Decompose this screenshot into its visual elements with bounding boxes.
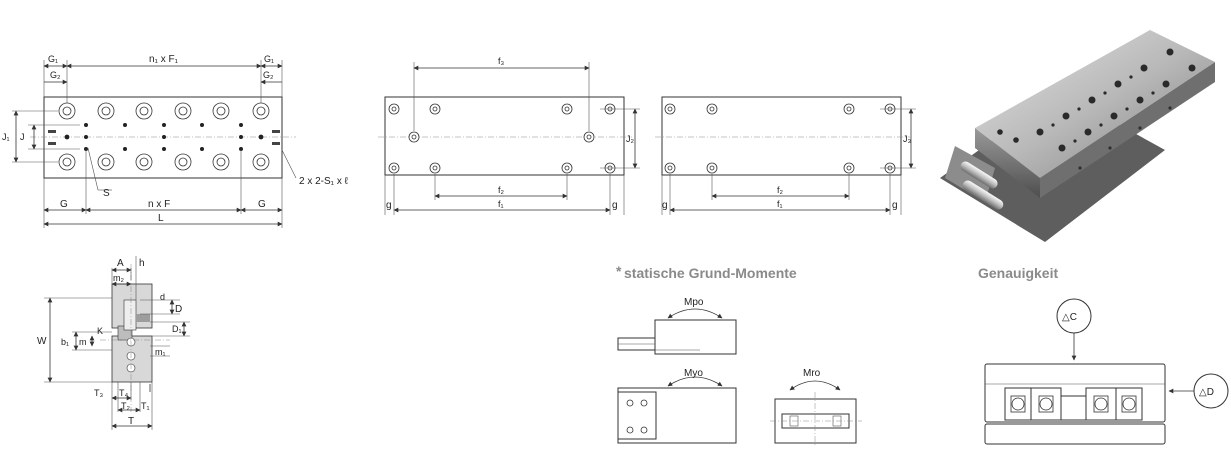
accuracy-heading: Genauigkeit xyxy=(978,265,1058,281)
base-outline xyxy=(384,96,625,176)
dim-g2-left: G₂ xyxy=(50,70,61,80)
dim-f2-3: f₂ xyxy=(777,185,784,195)
dim-t4: T₄ xyxy=(119,388,128,398)
dim-m2: m₂ xyxy=(113,273,124,283)
dim-a: A xyxy=(117,258,124,269)
dim-t3: T₃ xyxy=(94,388,103,398)
dim-g-right-2: g xyxy=(612,200,618,211)
dim-b1: b₁ xyxy=(61,337,69,347)
bottom-view-variant-drawing: J₃ f₂ f₁ g g xyxy=(655,96,916,215)
dim-g-right-3: g xyxy=(892,200,898,211)
dim-f1-3: f₁ xyxy=(777,199,783,209)
end-view-drawing: A h m₂ d D W K D₁ b₁ m m₁ T₃ T₄ T₂ T₁ T xyxy=(37,256,190,430)
label-mpo: Mpo xyxy=(684,297,704,308)
dim-t1: T₁ xyxy=(141,401,150,411)
dim-n1-f1: n₁ x F₁ xyxy=(149,54,179,65)
dim-g2-right: G₂ xyxy=(263,70,274,80)
product-photo xyxy=(940,30,1215,242)
dim-g-left: G xyxy=(60,199,68,210)
moments-star: * xyxy=(616,263,622,279)
dim-g-right: G xyxy=(258,199,266,210)
dim-t2: T₂ xyxy=(121,401,130,411)
mpo-block xyxy=(654,319,737,355)
dim-g-left-3: g xyxy=(662,200,668,211)
dim-d-large: D xyxy=(175,304,182,315)
bottom-hole-row xyxy=(58,153,270,171)
static-moments-section: * statische Grund-Momente Mpo Myo Mro xyxy=(616,263,862,446)
thread-callout: 2 x 2-S₁ x ℓ xyxy=(299,176,349,187)
top-view-drawing: G₁ G₂ n₁ x F₁ G₁ G₂ J₁ J S 2 x 2-S₁ x ℓ … xyxy=(2,54,349,228)
label-mro: Mro xyxy=(803,368,821,379)
accuracy-base xyxy=(984,423,1166,445)
tolerance-d-label: △D xyxy=(1199,387,1214,398)
threaded-holes xyxy=(48,123,280,151)
dim-j3: J₃ xyxy=(903,134,912,144)
dim-s: S xyxy=(103,188,110,199)
dim-j: J xyxy=(20,132,25,142)
dim-w: W xyxy=(37,336,47,347)
dim-m1: m₁ xyxy=(155,347,166,357)
dim-f2: f₂ xyxy=(498,185,505,195)
dim-j2: J₂ xyxy=(626,134,635,144)
dim-g1-right: G₁ xyxy=(264,54,274,64)
dim-j1: J₁ xyxy=(2,132,10,142)
dim-t: T xyxy=(128,416,134,427)
tolerance-c-label: △C xyxy=(1062,312,1077,323)
dim-f1: f₁ xyxy=(498,199,504,209)
dim-m: m xyxy=(79,337,87,347)
moments-heading: statische Grund-Momente xyxy=(624,265,797,281)
dim-g-left-2: g xyxy=(386,200,392,211)
dim-n-f: n x F xyxy=(148,199,170,210)
base-variant-outline xyxy=(661,96,902,176)
bottom-view-drawing: f₃ J₂ f₂ f₁ g g xyxy=(378,56,640,215)
dim-l: L xyxy=(158,213,164,224)
dim-d1: D₁ xyxy=(172,324,182,334)
accuracy-section: Genauigkeit △C △D xyxy=(978,265,1229,445)
dim-k: K xyxy=(97,326,103,336)
dim-d-small: d xyxy=(160,292,165,302)
dim-f3: f₃ xyxy=(498,56,505,66)
dim-g1-left: G₁ xyxy=(48,54,58,64)
label-myo: Myo xyxy=(684,368,703,379)
dim-h: h xyxy=(139,258,145,269)
